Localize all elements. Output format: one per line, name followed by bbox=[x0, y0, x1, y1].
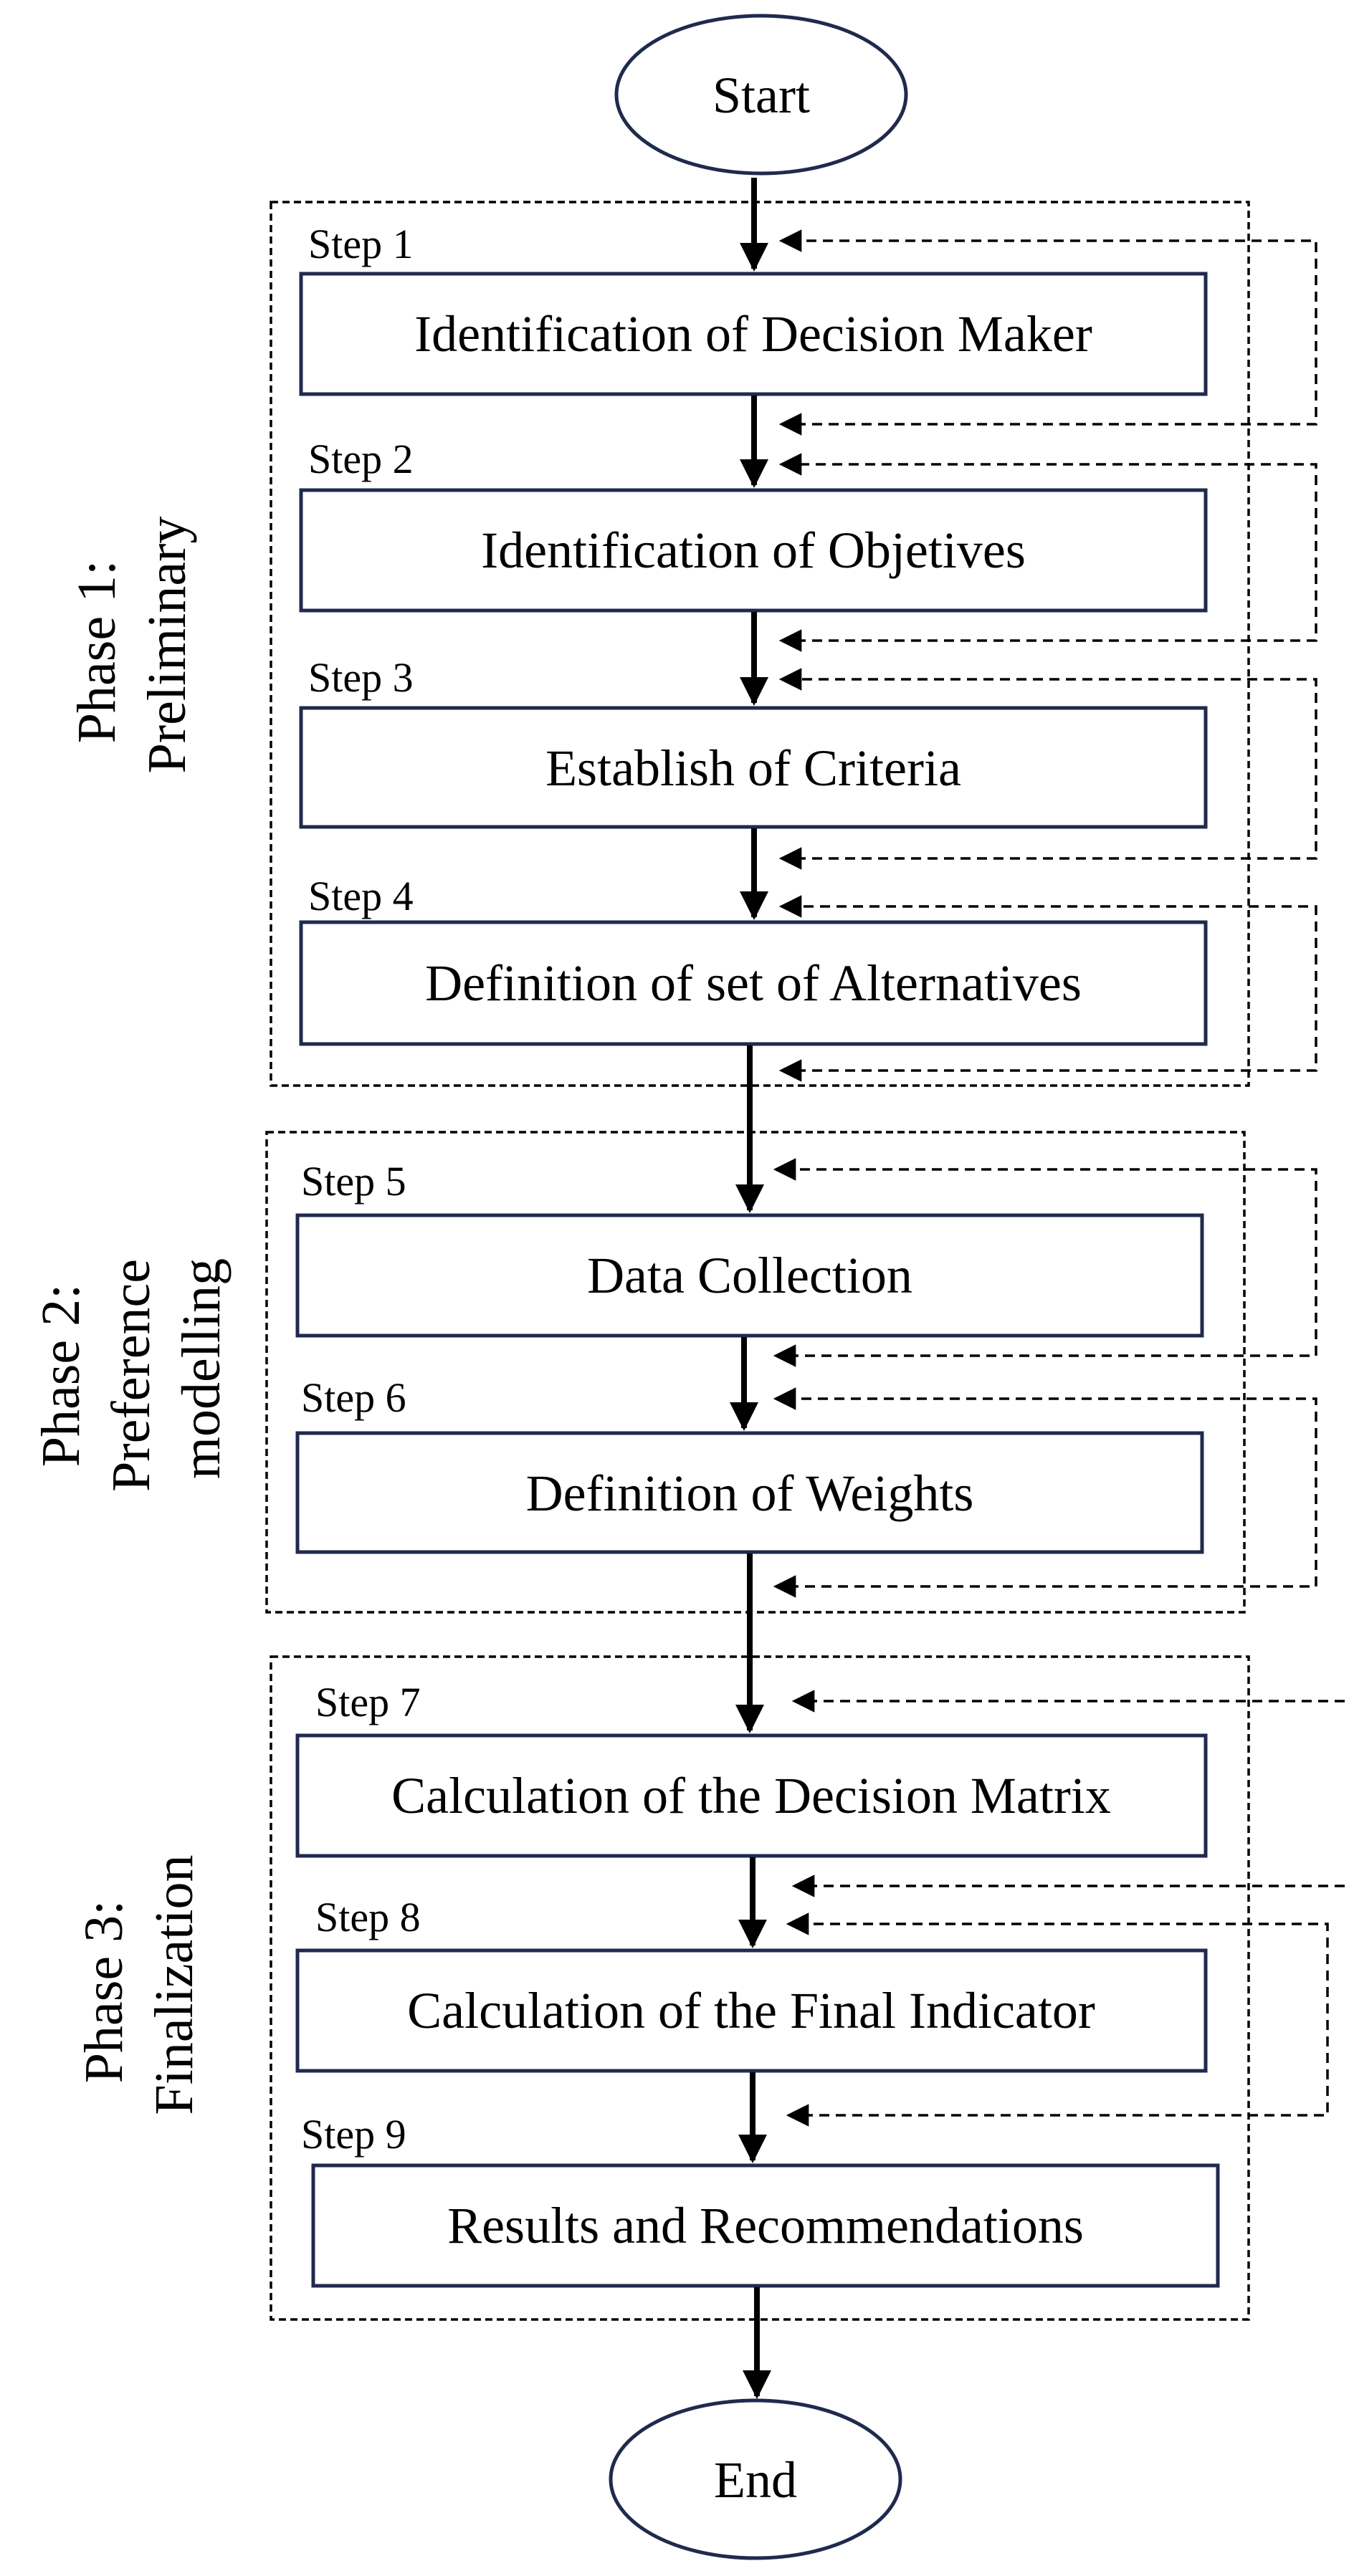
start-label: Start bbox=[712, 67, 810, 124]
step-6-tag: Step 6 bbox=[301, 1374, 406, 1421]
step-1-tag: Step 1 bbox=[308, 221, 414, 267]
step-1-box bbox=[299, 272, 1208, 396]
step-1-label: Identification of Decision Maker bbox=[414, 305, 1092, 363]
feedback-loop-step4 bbox=[778, 895, 1317, 1072]
feedback-loop-step6 bbox=[773, 1387, 1317, 1588]
step-5-label: Data Collection bbox=[587, 1247, 912, 1304]
step-9-tag: Step 9 bbox=[301, 2111, 406, 2158]
step-2-box bbox=[299, 488, 1208, 613]
step-6-box bbox=[295, 1431, 1204, 1554]
step-6-label: Definition of Weights bbox=[526, 1465, 974, 1522]
step-3-label: Establish of Criteria bbox=[545, 739, 961, 797]
feedback-loop-step5 bbox=[773, 1158, 1317, 1357]
step-5-box bbox=[295, 1213, 1204, 1338]
end-terminal bbox=[609, 2398, 902, 2560]
feedback-loop-step2 bbox=[778, 453, 1317, 642]
step-3-box bbox=[299, 706, 1208, 829]
step-2-label: Identification of Objetives bbox=[481, 522, 1026, 579]
step-8-tag: Step 8 bbox=[315, 1894, 421, 1940]
phase-3-frame bbox=[270, 1655, 1250, 2321]
phase-2-label: Phase 2: Preference modelling bbox=[31, 1245, 232, 1492]
step-9-box bbox=[311, 2163, 1220, 2288]
step-7-box bbox=[295, 1733, 1208, 1858]
step-4-tag: Step 4 bbox=[308, 873, 414, 919]
phase-1-frame bbox=[270, 201, 1250, 1087]
step-8-label: Calculation of the Final Indicator bbox=[407, 1982, 1095, 2039]
step-7-label: Calculation of the Decision Matrix bbox=[391, 1767, 1111, 1824]
step-2-tag: Step 2 bbox=[308, 436, 414, 482]
step-9-label: Results and Recommendations bbox=[447, 2197, 1084, 2254]
step-7-tag: Step 7 bbox=[315, 1679, 421, 1725]
start-terminal bbox=[614, 14, 908, 176]
step-5-tag: Step 5 bbox=[301, 1158, 406, 1205]
step-8-box bbox=[295, 1948, 1208, 2073]
phase-1-label: Phase 1: Preliminary bbox=[67, 517, 197, 774]
feedback-loop-step1 bbox=[778, 229, 1317, 426]
feedback-loop-step3 bbox=[778, 668, 1317, 860]
phase-2-frame bbox=[265, 1131, 1246, 1614]
step-4-label: Definition of set of Alternatives bbox=[425, 954, 1082, 1012]
step-3-tag: Step 3 bbox=[308, 654, 414, 701]
phase-3-label: Phase 3: Finalization bbox=[74, 1854, 204, 2115]
end-label: End bbox=[714, 2451, 797, 2509]
step-4-box bbox=[299, 920, 1208, 1046]
